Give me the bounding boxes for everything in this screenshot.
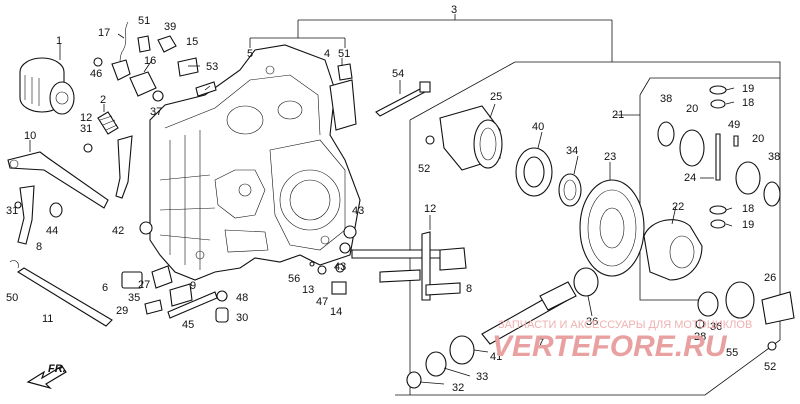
label-32: 32 (452, 382, 464, 394)
watermark-large: VERTEFORE.RU (492, 330, 728, 363)
label-8-right: 8 (466, 283, 472, 295)
label-39: 39 (164, 21, 176, 33)
shift-fork-shaft-12 (351, 231, 467, 301)
label-17: 17 (98, 27, 110, 39)
label-48: 48 (236, 292, 248, 304)
label-49: 49 (728, 119, 740, 131)
label-52-left: 52 (418, 163, 430, 175)
label-8-left: 8 (36, 241, 42, 253)
label-13: 13 (302, 284, 314, 296)
label-52-right: 52 (764, 361, 776, 373)
label-50: 50 (6, 292, 18, 304)
label-21: 21 (612, 109, 624, 121)
bearings-lower (406, 135, 795, 389)
ring-gear-23 (579, 179, 645, 277)
label-18-bottom: 18 (742, 203, 754, 215)
label-24: 24 (684, 172, 696, 184)
differential-case-22 (643, 219, 703, 281)
label-30: 30 (236, 312, 248, 324)
label-46: 46 (90, 68, 102, 80)
label-31-top: 31 (80, 123, 92, 135)
arm-12-left (115, 135, 133, 199)
label-23: 23 (604, 151, 616, 163)
label-4: 4 (324, 48, 330, 60)
part-labels: 1 2 3 4 5 6 7 8 8 9 10 11 12 12 13 14 15… (6, 4, 780, 394)
middle-small-parts (309, 225, 357, 295)
diff-gears (657, 85, 781, 229)
group-brackets (249, 14, 781, 396)
label-36-right: 36 (710, 321, 722, 333)
label-47: 47 (316, 296, 328, 308)
label-42: 42 (112, 225, 124, 237)
switch-16 (129, 71, 164, 102)
label-38-left: 38 (660, 93, 672, 105)
label-16: 16 (144, 55, 156, 67)
label-54: 54 (392, 68, 404, 80)
label-14: 14 (330, 306, 342, 318)
label-12-right: 12 (424, 203, 436, 215)
label-56: 56 (288, 273, 300, 285)
label-1: 1 (56, 35, 62, 47)
seal-34 (558, 173, 582, 207)
label-20-left: 20 (686, 103, 698, 115)
label-12-left: 12 (80, 112, 92, 124)
sensor-17 (93, 21, 131, 81)
label-35: 35 (128, 292, 140, 304)
shift-lever-10 (7, 151, 109, 209)
label-26: 26 (764, 272, 776, 284)
pinion-shaft-7 (481, 281, 577, 345)
cover-4 (329, 63, 357, 131)
label-7: 7 (538, 337, 544, 349)
label-3: 3 (451, 4, 457, 16)
label-20-right: 20 (752, 133, 764, 145)
label-45: 45 (182, 319, 194, 331)
label-19-bottom: 19 (742, 219, 754, 231)
label-53: 53 (206, 61, 218, 73)
front-direction-arrow: FR. (26, 363, 67, 390)
label-43-top: 43 (352, 205, 364, 217)
label-25: 25 (490, 91, 502, 103)
label-15: 15 (186, 36, 198, 48)
watermark-small: ЗАПЧАСТИ И АКСЕССУАРЫ ДЛЯ МОТОЦИКЛОВ (498, 319, 752, 331)
label-2: 2 (100, 94, 106, 106)
oil-filter (19, 57, 75, 115)
label-51-right: 51 (338, 48, 350, 60)
label-5: 5 (247, 48, 253, 60)
shaft-11 (9, 260, 113, 327)
bolt-54 (375, 81, 431, 117)
watermark: ЗАПЧАСТИ И АКСЕССУАРЫ ДЛЯ МОТОЦИКЛОВ VER… (492, 319, 752, 363)
leader-lines (29, 33, 735, 385)
label-51-left: 51 (138, 15, 150, 27)
housing-25 (439, 105, 503, 171)
label-38-right: 38 (768, 151, 780, 163)
label-6: 6 (102, 282, 108, 294)
label-43-mid: 43 (334, 261, 346, 273)
bearing-40 (515, 147, 553, 197)
label-29: 29 (116, 305, 128, 317)
bottom-parts-left (121, 265, 229, 323)
spring-2 (97, 111, 119, 135)
label-31-left: 31 (6, 205, 18, 217)
label-40: 40 (532, 121, 544, 133)
label-27: 27 (138, 279, 150, 291)
label-9: 9 (190, 280, 196, 292)
transmission-case (149, 44, 361, 281)
label-36-left: 36 (586, 316, 598, 328)
label-41: 41 (490, 351, 502, 363)
label-28: 28 (694, 331, 706, 343)
arm-8 (17, 185, 35, 245)
label-19-top: 19 (742, 83, 754, 95)
label-37: 37 (150, 106, 162, 118)
label-18-top: 18 (742, 97, 754, 109)
label-11: 11 (42, 313, 53, 325)
label-34: 34 (566, 145, 578, 157)
label-10: 10 (24, 130, 36, 142)
label-55: 55 (726, 347, 738, 359)
front-direction-label: FR. (48, 363, 66, 375)
label-44: 44 (46, 225, 58, 237)
label-22: 22 (672, 201, 684, 213)
label-33: 33 (476, 371, 488, 383)
